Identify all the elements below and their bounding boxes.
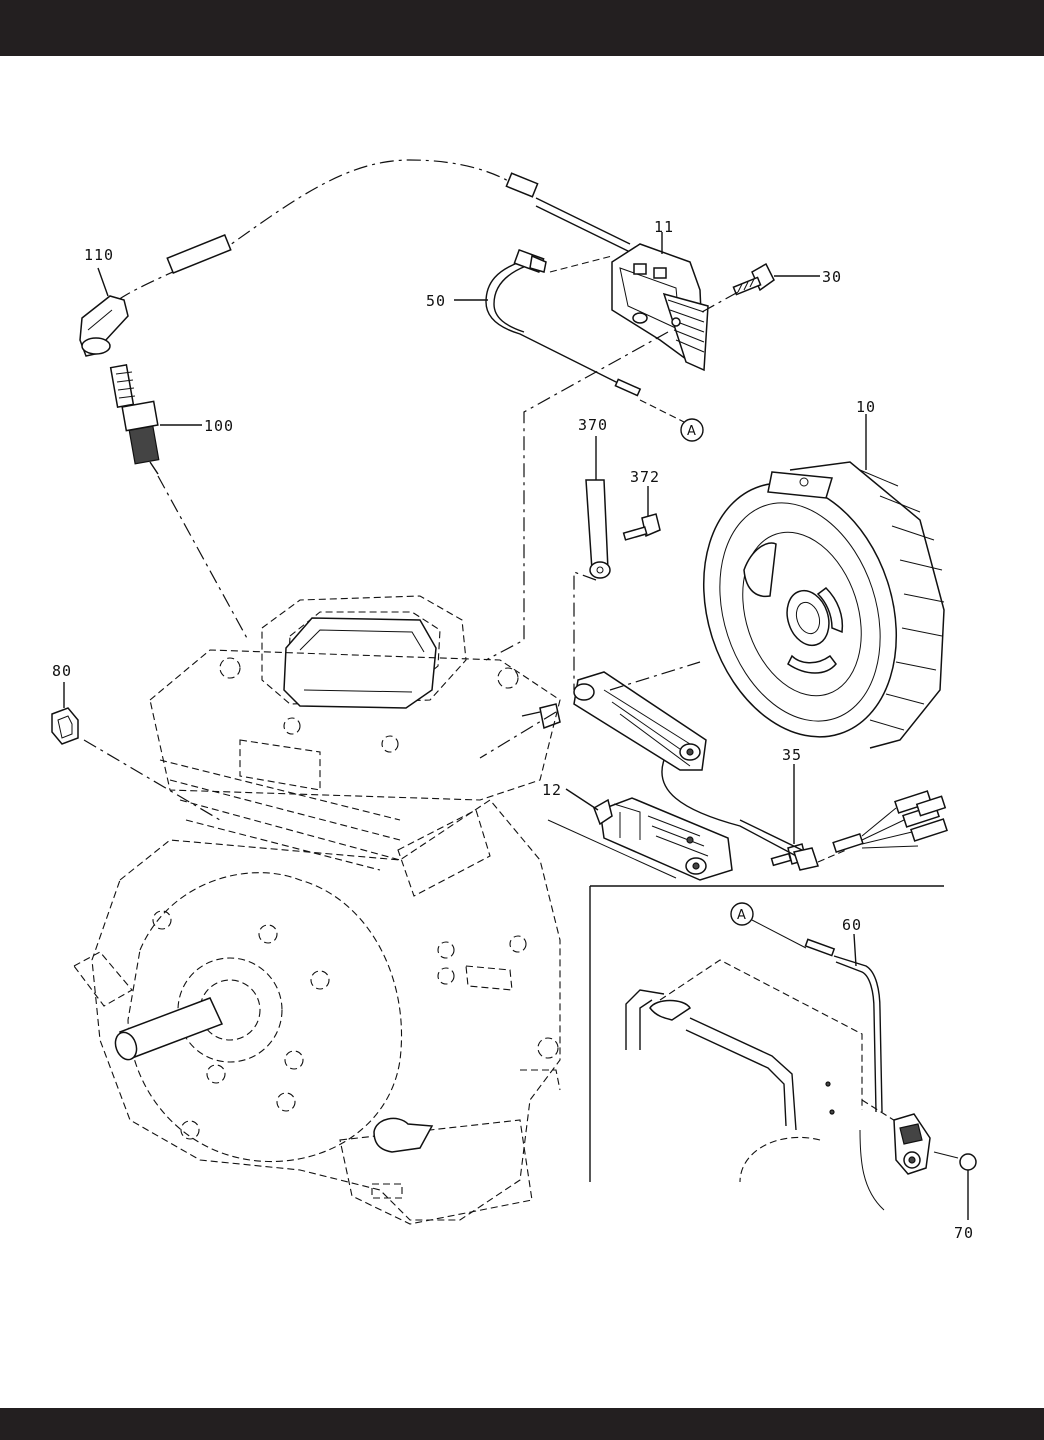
stop-lead-to-A: [640, 400, 684, 422]
svg-text:A: A: [687, 424, 696, 439]
stop-switch: [894, 1114, 930, 1174]
bracket-route: [574, 572, 596, 690]
leader-110: [98, 268, 108, 296]
screw-70: [934, 1152, 976, 1170]
callout-30: 30: [822, 268, 842, 286]
callout-70: 70: [954, 1224, 974, 1242]
ht-lead-route: [118, 160, 515, 300]
bolt-30: [733, 264, 774, 295]
stop-wire-60: [805, 939, 882, 1112]
callout-12: 12: [542, 781, 562, 799]
callout-80: 80: [52, 662, 72, 680]
callout-11: 11: [654, 218, 674, 236]
callout-370: 370: [578, 416, 608, 434]
leader-60: [854, 934, 856, 966]
callout-100: 100: [204, 417, 234, 435]
lead-sleeve: [167, 235, 230, 273]
grommet-80: [52, 708, 78, 744]
inset-a-leader: [752, 920, 806, 948]
plug-cap-110: [80, 296, 128, 356]
engine-block: [74, 596, 560, 1224]
callout-10: 10: [856, 398, 876, 416]
ref-marker-a-inset: A: [731, 903, 753, 925]
ht-lead-end: [506, 173, 630, 252]
inset-cover: [626, 960, 900, 1210]
grommet-route: [84, 740, 220, 820]
flywheel-10: [672, 458, 944, 762]
bracket-370: [586, 480, 610, 578]
callout-50: 50: [426, 292, 446, 310]
charge-coil-12: [594, 798, 732, 880]
spark-plug-100: [111, 365, 159, 474]
svg-text:A: A: [737, 908, 746, 923]
ref-marker-a-upper: A: [681, 419, 703, 441]
ignition-coil-11: [612, 244, 708, 370]
charge-coil: [522, 672, 706, 770]
coil-mount-route: [486, 332, 668, 660]
coil-to-engine: [480, 712, 556, 758]
plug-axis: [158, 476, 248, 640]
coil-connector-route: [550, 256, 612, 272]
leader-12: [566, 789, 598, 810]
callout-60: 60: [842, 916, 862, 934]
callout-35: 35: [782, 746, 802, 764]
callout-372: 372: [630, 468, 660, 486]
inset-panel: [590, 886, 944, 1182]
callout-110: 110: [84, 246, 114, 264]
bolt-372: [624, 514, 660, 540]
bolt-30-axis: [702, 292, 738, 312]
